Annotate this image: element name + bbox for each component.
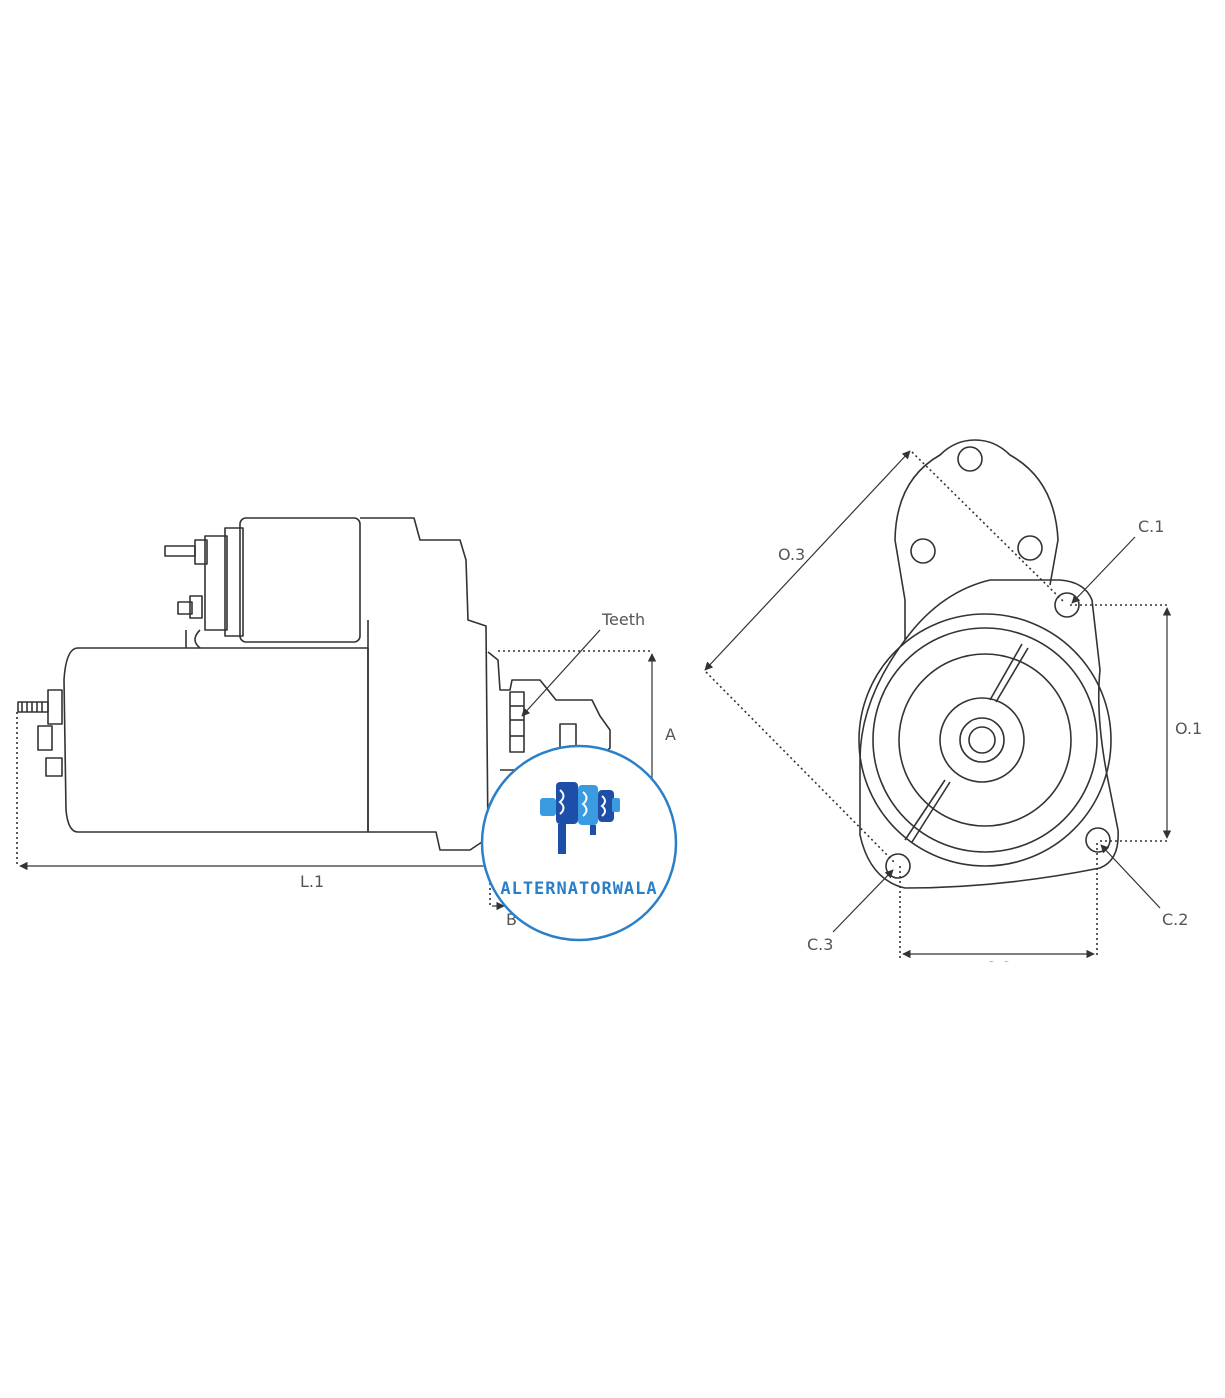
lobe-hole-left: [910, 538, 936, 564]
mount-hole-c3: [885, 853, 911, 879]
lobe-hole-right: [1017, 535, 1043, 561]
c1-label: C.1: [1138, 517, 1164, 536]
solenoid-lobe: [894, 439, 1059, 601]
teeth-leader-line: [521, 629, 601, 717]
teeth-label: Teeth: [601, 610, 645, 629]
shaft-inner: [968, 726, 996, 754]
lobe-hole-top: [957, 446, 983, 472]
mounting-flange: [859, 579, 1119, 889]
dimension-l1-label: L.1: [300, 872, 324, 891]
c2-label: C.2: [1162, 910, 1188, 929]
front-view: O.3 O.1 O.2 C.1 C.2 C.3: [704, 439, 1202, 982]
c1-leader: [1071, 536, 1136, 604]
motor-housing: [63, 647, 369, 833]
shaft-outer: [959, 717, 1005, 763]
drive-end-housing: [360, 517, 489, 851]
solenoid: [164, 517, 361, 649]
mount-hole-c2: [1085, 827, 1111, 853]
drive-bore-outer: [858, 613, 1112, 867]
dimension-o1-label: O.1: [1175, 719, 1202, 738]
watermark-brand-text: ALTERNATORWALA: [500, 879, 657, 899]
dimension-o3-label: O.3: [778, 545, 805, 564]
c3-label: C.3: [807, 935, 833, 954]
c2-leader: [1100, 844, 1161, 909]
dimension-o3-bottom-extension: [705, 671, 897, 865]
dimension-a-label: A: [665, 725, 676, 744]
c3-leader: [832, 869, 894, 933]
side-view: Teeth A L.1 B: [16, 517, 676, 929]
shaft-collar: [939, 697, 1025, 783]
dimension-o3-arrow: [704, 450, 911, 671]
dimension-b-label: B: [506, 910, 517, 929]
alternator-logo-icon: [540, 782, 620, 854]
brand-watermark: ALTERNATORWALA: [480, 744, 678, 942]
mount-hole-c1: [1054, 592, 1080, 618]
drive-bore-mid: [872, 627, 1098, 853]
dimension-o3-top-extension: [911, 451, 1065, 603]
drive-bore-inner: [898, 653, 1072, 827]
rear-terminal-studs: [17, 689, 63, 777]
watermark-ring: [480, 744, 678, 942]
